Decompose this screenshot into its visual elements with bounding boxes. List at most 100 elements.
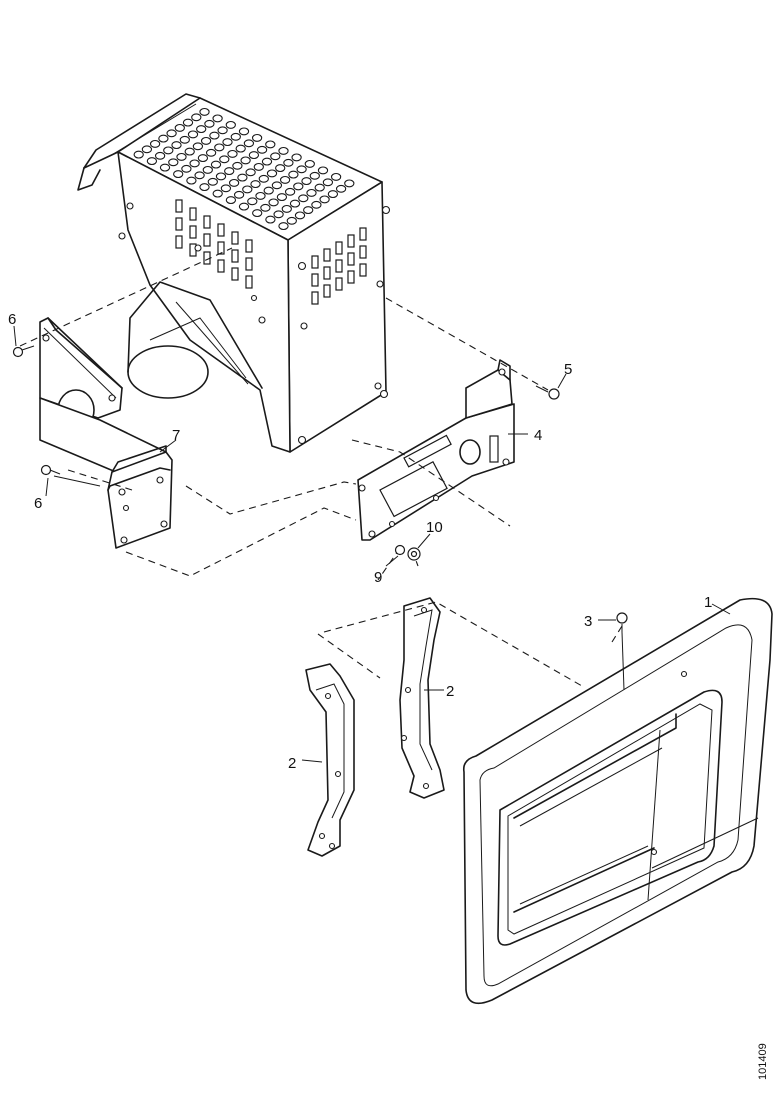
perforation-hole xyxy=(225,120,236,129)
perforation-hole xyxy=(273,210,284,219)
perforation-hole xyxy=(251,133,263,142)
perforation-hole xyxy=(294,211,306,220)
perforation-hole xyxy=(242,185,253,194)
document-number: 101409 xyxy=(757,1043,769,1080)
callout-1: 1 xyxy=(704,594,712,611)
vent-slot xyxy=(311,273,319,287)
perforation-hole xyxy=(265,215,276,224)
left-mounting-plate xyxy=(39,317,167,479)
vent-slot xyxy=(347,270,355,284)
perforation-hole xyxy=(237,173,248,182)
callout-10: 10 xyxy=(426,519,443,536)
cover-panel-1 xyxy=(462,597,773,1005)
perforation-hole xyxy=(301,177,312,186)
vent-slot xyxy=(175,199,183,213)
perforation-hole xyxy=(344,179,355,188)
perforation-hole xyxy=(304,159,315,168)
perforation-hole xyxy=(281,204,292,213)
perforation-hole xyxy=(202,165,213,174)
perforation-hole xyxy=(225,196,237,205)
perforation-hole xyxy=(219,155,230,164)
vent-slot xyxy=(189,225,197,239)
perforation-hole xyxy=(289,199,301,208)
perforation-hole xyxy=(179,135,190,144)
perforation-hole xyxy=(192,142,204,151)
perforation-hole xyxy=(212,189,223,198)
vent-slot xyxy=(245,275,253,289)
perforation-hole xyxy=(268,198,279,207)
perforation-hole xyxy=(159,163,171,172)
vent-slot xyxy=(323,284,331,298)
perforation-hole xyxy=(158,134,169,143)
perforation-hole xyxy=(240,156,251,165)
perforation-hole xyxy=(278,222,289,231)
perforation-hole xyxy=(196,125,207,134)
perforation-hole xyxy=(227,149,238,158)
screw-5-icon xyxy=(535,385,560,400)
perforation-hole xyxy=(258,174,269,183)
perforation-hole xyxy=(222,138,233,147)
perforation-hole xyxy=(270,152,281,161)
vent-slot xyxy=(217,241,225,255)
perforation-hole xyxy=(293,182,304,191)
screw-6-icon xyxy=(40,464,61,476)
perforation-hole xyxy=(232,161,243,170)
callout-leaders xyxy=(13,325,731,763)
perforation-hole xyxy=(199,107,210,116)
vent-slot xyxy=(217,223,225,237)
callout-6-top: 6 xyxy=(8,311,16,328)
perforation-hole xyxy=(186,176,197,185)
perforation-hole xyxy=(286,216,297,225)
perforation-hole xyxy=(141,145,153,154)
vent-slot xyxy=(203,233,211,247)
perforation-hole xyxy=(291,153,302,162)
screw-3-icon xyxy=(616,612,628,632)
perforation-hole xyxy=(233,190,245,199)
perforation-hole xyxy=(319,195,330,204)
perforation-hole xyxy=(252,209,263,218)
vent-slot xyxy=(311,255,319,269)
perforation-hole xyxy=(238,202,250,211)
perforation-hole xyxy=(209,131,220,140)
vent-slot xyxy=(203,215,211,229)
perforation-hole xyxy=(263,186,274,195)
vent-slot xyxy=(175,217,183,231)
perforation-hole xyxy=(245,168,256,177)
perforation-hole xyxy=(238,127,250,136)
callout-4: 4 xyxy=(534,427,542,444)
perforation-hole xyxy=(166,129,177,138)
perforation-hole xyxy=(212,114,223,123)
perforation-hole xyxy=(276,193,288,202)
perforation-hole xyxy=(214,143,225,152)
perforation-hole xyxy=(194,171,205,180)
perforation-hole xyxy=(217,126,228,135)
perforation-hole xyxy=(154,151,166,160)
perforation-hole xyxy=(296,165,307,174)
perforation-hole xyxy=(247,197,258,206)
perforation-hole xyxy=(146,157,158,166)
perforation-hole xyxy=(271,181,283,190)
perforation-hole xyxy=(191,113,202,122)
perforation-hole xyxy=(176,152,187,161)
perforation-hole xyxy=(181,164,192,173)
vent-slot xyxy=(347,234,355,248)
perforation-hole xyxy=(224,167,235,176)
perforation-hole xyxy=(205,148,217,157)
vent-slot xyxy=(175,235,183,249)
perforation-hole xyxy=(210,160,222,169)
vent-slot xyxy=(323,248,331,262)
vent-slot xyxy=(359,263,367,277)
perforation-hole xyxy=(330,172,342,181)
perforation-hole xyxy=(171,141,182,150)
callout-3: 3 xyxy=(584,613,592,630)
vent-slot xyxy=(245,257,253,271)
vent-slot xyxy=(359,245,367,259)
perforation-hole xyxy=(261,157,273,166)
perforation-hole xyxy=(184,147,195,156)
vent-slot xyxy=(335,277,343,291)
perforation-hole xyxy=(311,200,322,209)
perforation-hole xyxy=(279,175,291,184)
perforation-hole xyxy=(250,180,261,189)
perforation-hole xyxy=(266,169,278,178)
perforation-hole xyxy=(283,158,294,167)
